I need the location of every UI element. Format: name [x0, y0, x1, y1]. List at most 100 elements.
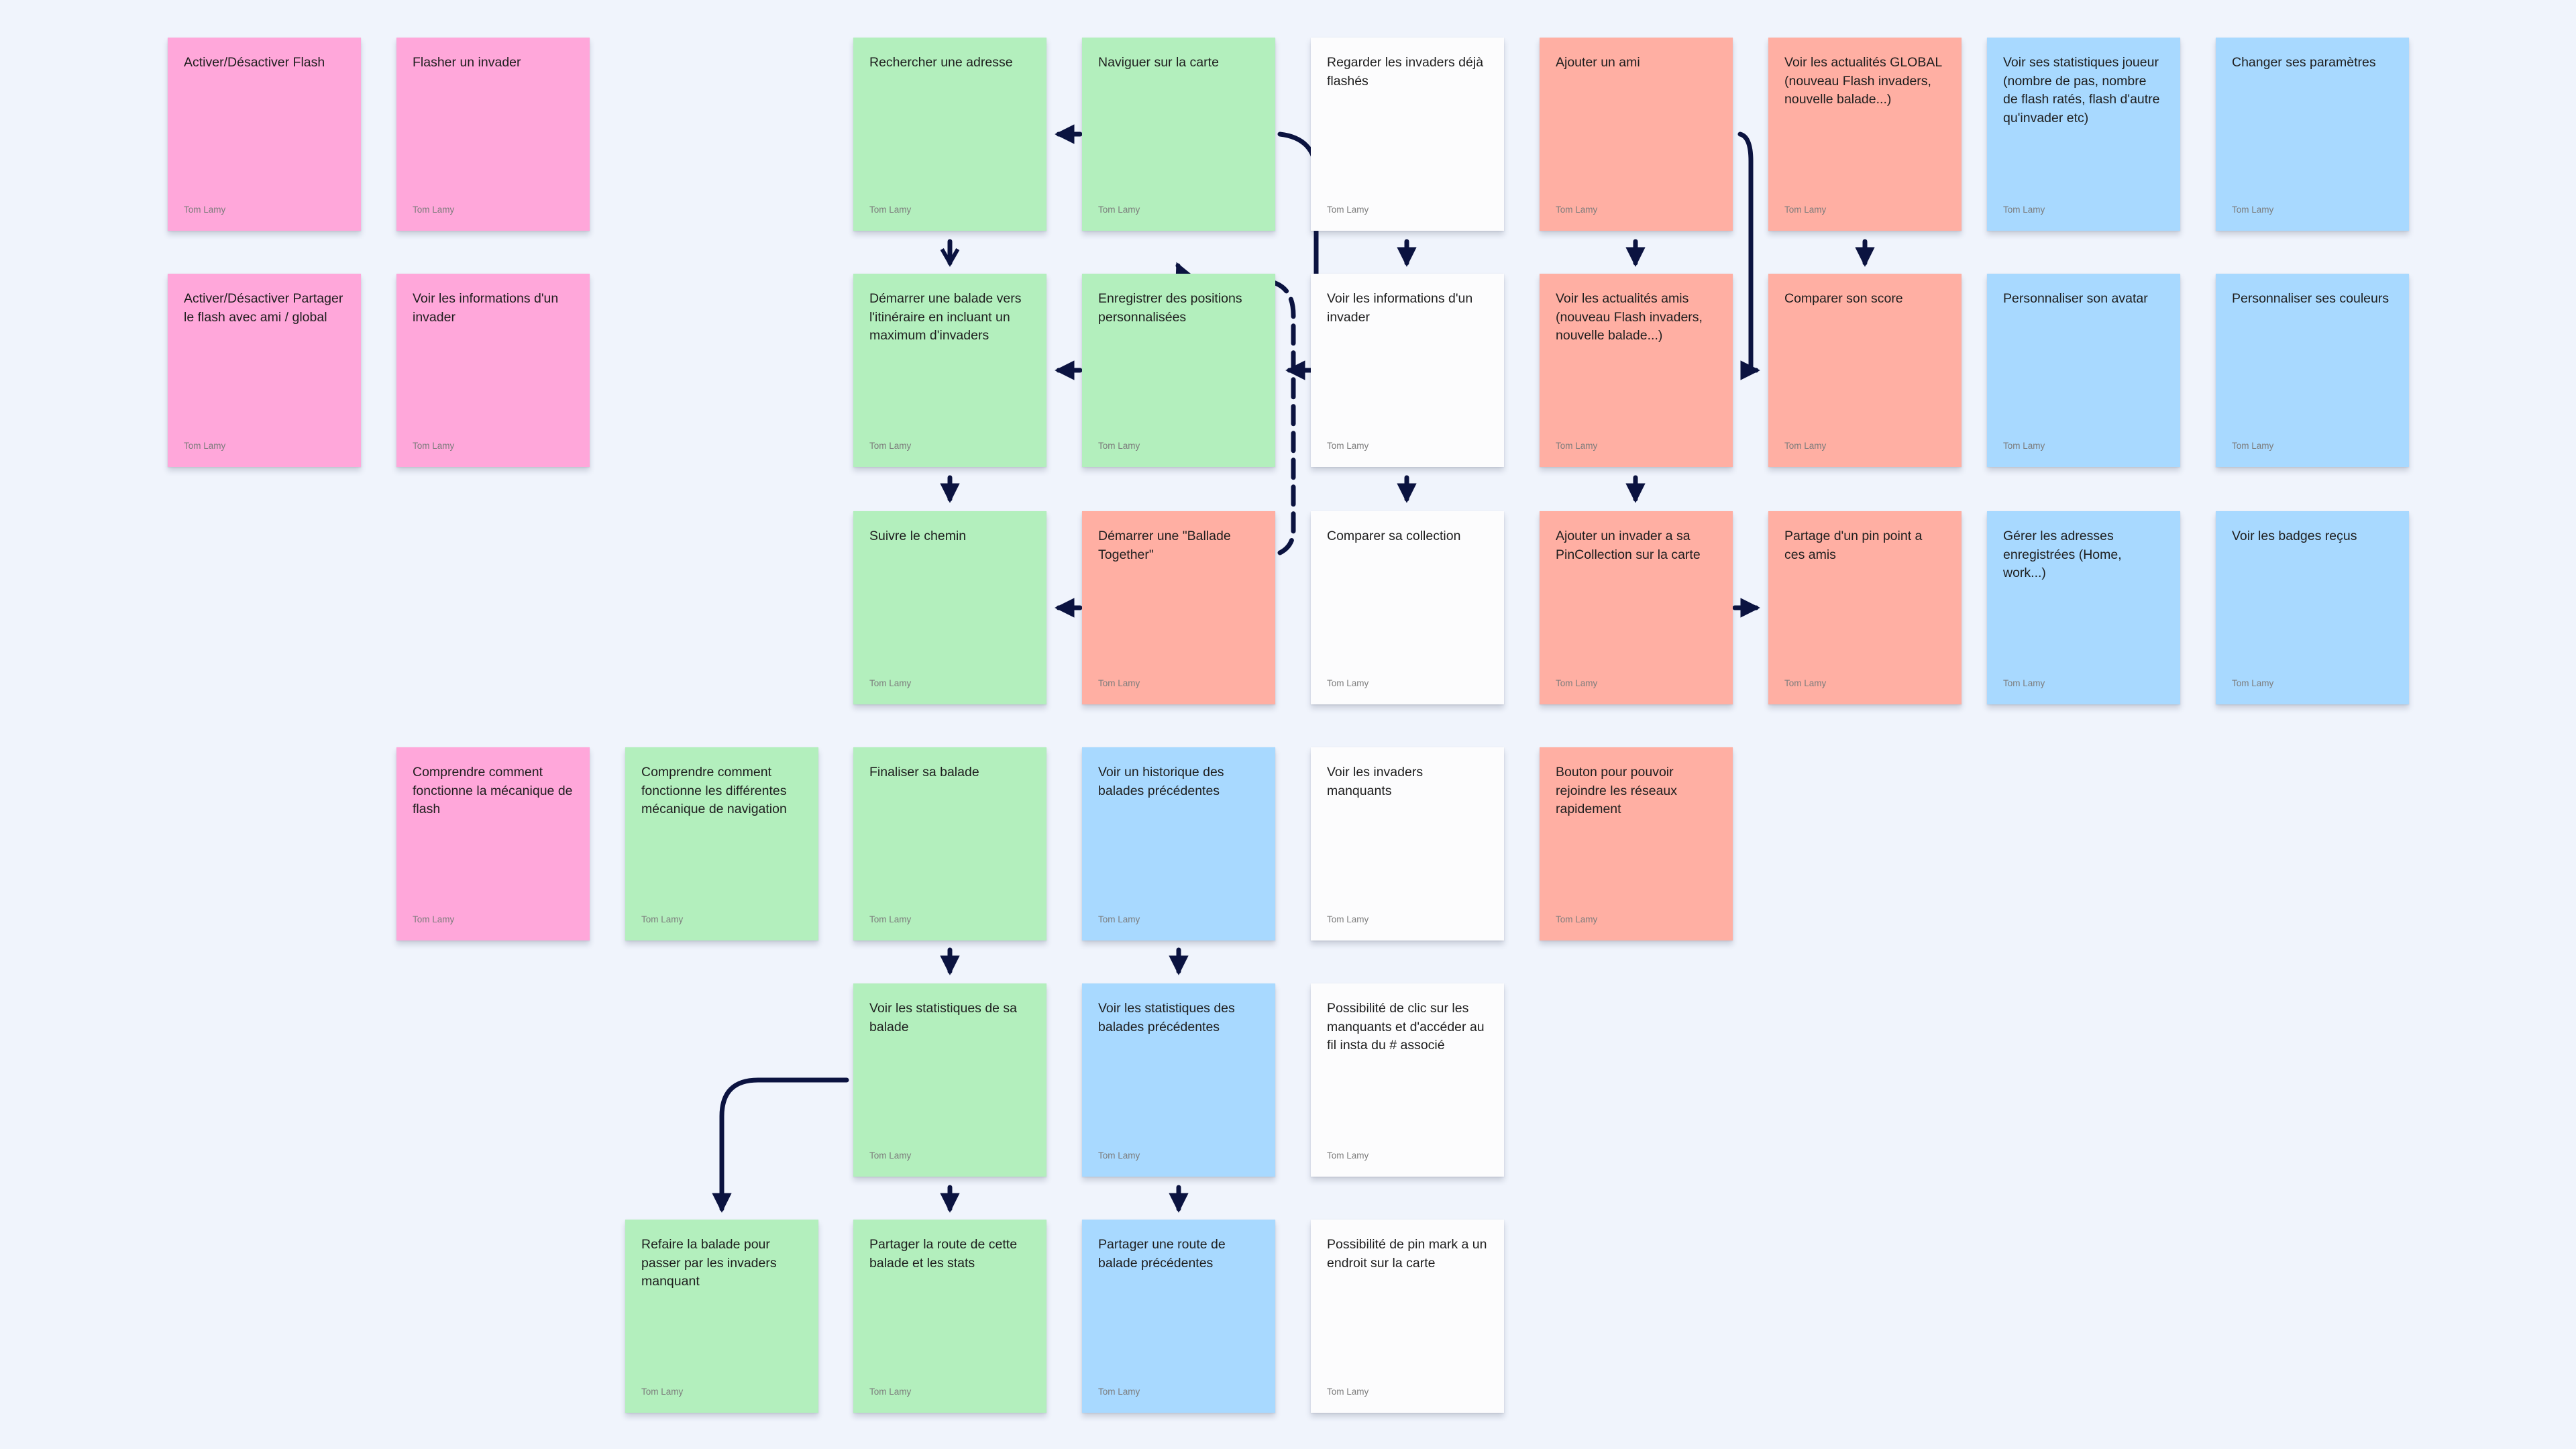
sticky-note-text: Voir les badges reçus [2232, 529, 2357, 543]
sticky-note[interactable]: Partager une route de balade précédentes… [1082, 1220, 1275, 1413]
sticky-note[interactable]: Voir les actualités GLOBAL (nouveau Flas… [1768, 38, 1962, 231]
sticky-note-text: Partager une route de balade précédentes [1098, 1237, 1226, 1271]
sticky-note-author: Tom Lamy [2003, 678, 2045, 688]
sticky-note-author: Tom Lamy [1098, 914, 1140, 924]
sticky-note[interactable]: Voir les informations d'un invader Tom L… [396, 274, 590, 467]
sticky-note-text: Comparer sa collection [1327, 529, 1461, 543]
sticky-note-author: Tom Lamy [869, 1150, 912, 1161]
sticky-note-author: Tom Lamy [184, 441, 226, 451]
sticky-note[interactable]: Refaire la balade pour passer par les in… [625, 1220, 818, 1413]
sticky-note-author: Tom Lamy [1098, 205, 1140, 215]
sticky-note[interactable]: Comprendre comment fonctionne la mécaniq… [396, 747, 590, 941]
sticky-note[interactable]: Gérer les adresses enregistrées (Home, w… [1987, 511, 2180, 704]
sticky-note[interactable]: Flasher un invader Tom Lamy [396, 38, 590, 231]
sticky-note[interactable]: Finaliser sa balade Tom Lamy [853, 747, 1046, 941]
sticky-note-author: Tom Lamy [641, 914, 684, 924]
sticky-note-text: Voir les statistiques des balades précéd… [1098, 1001, 1235, 1034]
sticky-note-text: Démarrer une "Ballade Together" [1098, 529, 1231, 562]
sticky-note-author: Tom Lamy [2232, 441, 2274, 451]
sticky-note-text: Bouton pour pouvoir rejoindre les réseau… [1556, 765, 1678, 816]
sticky-note-author: Tom Lamy [1556, 205, 1598, 215]
sticky-note-author: Tom Lamy [184, 205, 226, 215]
sticky-note[interactable]: Démarrer une balade vers l'itinéraire en… [853, 274, 1046, 467]
sticky-note-text: Partager la route de cette balade et les… [869, 1237, 1018, 1271]
sticky-note-text: Démarrer une balade vers l'itinéraire en… [869, 291, 1022, 343]
connector-stats-to-refaire [712, 1077, 849, 1213]
sticky-note-author: Tom Lamy [1098, 1150, 1140, 1161]
sticky-note-author: Tom Lamy [2232, 678, 2274, 688]
sticky-note-author: Tom Lamy [1098, 1387, 1140, 1397]
sticky-note-text: Voir les invaders manquants [1327, 765, 1424, 798]
sticky-note[interactable]: Voir les statistiques de sa balade Tom L… [853, 983, 1046, 1177]
sticky-note-author: Tom Lamy [641, 1387, 684, 1397]
sticky-note[interactable]: Comparer son score Tom Lamy [1768, 274, 1962, 467]
sticky-note-text: Finaliser sa balade [869, 765, 979, 780]
sticky-note[interactable]: Démarrer une "Ballade Together" Tom Lamy [1082, 511, 1275, 704]
sticky-note[interactable]: Partager la route de cette balade et les… [853, 1220, 1046, 1413]
sticky-note-author: Tom Lamy [1784, 205, 1827, 215]
sticky-note[interactable]: Rechercher une adresse Tom Lamy [853, 38, 1046, 231]
sticky-note-author: Tom Lamy [869, 441, 912, 451]
sticky-note-text: Voir les informations d'un invader [1327, 291, 1473, 325]
sticky-note-text: Comprendre comment fonctionne la mécaniq… [413, 765, 573, 816]
sticky-note[interactable]: Naviguer sur la carte Tom Lamy [1082, 38, 1275, 231]
sticky-note-text: Rechercher une adresse [869, 55, 1013, 70]
sticky-note-text: Comprendre comment fonctionne les différ… [641, 765, 787, 816]
sticky-note-author: Tom Lamy [869, 914, 912, 924]
connector-ajouterami-to-comparer [1737, 131, 1760, 380]
sticky-note-text: Ajouter un invader a sa PinCollection su… [1556, 529, 1701, 562]
sticky-note[interactable]: Comprendre comment fonctionne les différ… [625, 747, 818, 941]
sticky-note-author: Tom Lamy [869, 1387, 912, 1397]
sticky-note-text: Possibilité de pin mark a un endroit sur… [1327, 1237, 1487, 1271]
sticky-note-text: Voir ses statistiques joueur (nombre de … [2003, 55, 2160, 125]
sticky-note[interactable]: Voir ses statistiques joueur (nombre de … [1987, 38, 2180, 231]
sticky-note-text: Personnaliser ses couleurs [2232, 291, 2390, 306]
sticky-note[interactable]: Ajouter un ami Tom Lamy [1540, 38, 1733, 231]
sticky-note[interactable]: Voir un historique des balades précédent… [1082, 747, 1275, 941]
sticky-note[interactable]: Personnaliser son avatar Tom Lamy [1987, 274, 2180, 467]
sticky-note-author: Tom Lamy [2003, 441, 2045, 451]
sticky-note[interactable]: Possibilité de clic sur les manquants et… [1311, 983, 1504, 1177]
sticky-note[interactable]: Voir les statistiques des balades précéd… [1082, 983, 1275, 1177]
sticky-note[interactable]: Comparer sa collection Tom Lamy [1311, 511, 1504, 704]
sticky-note[interactable]: Enregistrer des positions personnalisées… [1082, 274, 1275, 467]
sticky-note-author: Tom Lamy [1327, 205, 1369, 215]
sticky-note[interactable]: Regarder les invaders déjà flashés Tom L… [1311, 38, 1504, 231]
sticky-note[interactable]: Activer/Désactiver Partager le flash ave… [168, 274, 361, 467]
sticky-note-text: Partage d'un pin point a ces amis [1784, 529, 1923, 562]
sticky-note[interactable]: Possibilité de pin mark a un endroit sur… [1311, 1220, 1504, 1413]
sticky-note-text: Voir les actualités GLOBAL (nouveau Flas… [1784, 55, 1942, 107]
sticky-note-text: Voir les informations d'un invader [413, 291, 559, 325]
sticky-note[interactable]: Voir les invaders manquants Tom Lamy [1311, 747, 1504, 941]
sticky-note-text: Enregistrer des positions personnalisées [1098, 291, 1242, 325]
sticky-note-text: Voir un historique des balades précédent… [1098, 765, 1224, 798]
sticky-note-text: Gérer les adresses enregistrées (Home, w… [2003, 529, 2122, 580]
sticky-note-author: Tom Lamy [1098, 678, 1140, 688]
sticky-note-author: Tom Lamy [1556, 441, 1598, 451]
sticky-note[interactable]: Changer ses paramètres Tom Lamy [2216, 38, 2409, 231]
sticky-note-author: Tom Lamy [1784, 678, 1827, 688]
sticky-note-text: Comparer son score [1784, 291, 1903, 306]
sticky-note[interactable]: Partage d'un pin point a ces amis Tom La… [1768, 511, 1962, 704]
sticky-note[interactable]: Voir les informations d'un invader Tom L… [1311, 274, 1504, 467]
sticky-note[interactable]: Bouton pour pouvoir rejoindre les réseau… [1540, 747, 1733, 941]
sticky-note-author: Tom Lamy [2003, 205, 2045, 215]
sticky-note-text: Changer ses paramètres [2232, 55, 2376, 70]
sticky-note-text: Activer/Désactiver Partager le flash ave… [184, 291, 343, 325]
sticky-note[interactable]: Ajouter un invader a sa PinCollection su… [1540, 511, 1733, 704]
sticky-note-author: Tom Lamy [1098, 441, 1140, 451]
sticky-note[interactable]: Personnaliser ses couleurs Tom Lamy [2216, 274, 2409, 467]
sticky-note[interactable]: Suivre le chemin Tom Lamy [853, 511, 1046, 704]
sticky-note-text: Naviguer sur la carte [1098, 55, 1219, 70]
sticky-note[interactable]: Voir les actualités amis (nouveau Flash … [1540, 274, 1733, 467]
sticky-note-author: Tom Lamy [1784, 441, 1827, 451]
sticky-note-author: Tom Lamy [1327, 678, 1369, 688]
sticky-note-text: Flasher un invader [413, 55, 521, 70]
sticky-note[interactable]: Activer/Désactiver Flash Tom Lamy [168, 38, 361, 231]
sticky-note[interactable]: Voir les badges reçus Tom Lamy [2216, 511, 2409, 704]
sticky-note-author: Tom Lamy [413, 205, 455, 215]
sticky-note-text: Refaire la balade pour passer par les in… [641, 1237, 777, 1289]
sticky-note-author: Tom Lamy [413, 441, 455, 451]
